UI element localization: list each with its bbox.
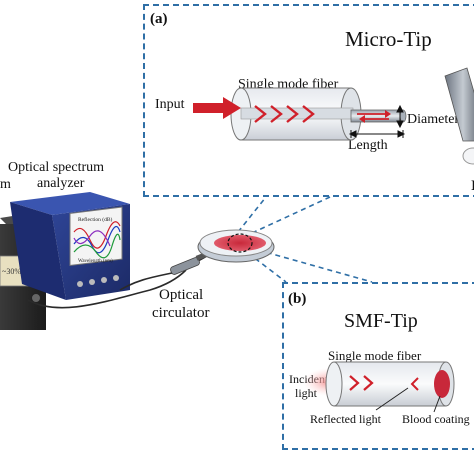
smf-tip-illustration — [303, 361, 455, 413]
osa-device — [10, 192, 130, 300]
blood-coating — [434, 370, 450, 398]
panel-a: (a) Micro-Tip Input Single mode fiber Di… — [143, 4, 474, 197]
spectrum-traces — [73, 221, 121, 259]
length-label: Length — [348, 138, 388, 153]
cut-letter: I — [471, 178, 474, 194]
petri-dish — [197, 229, 275, 263]
reflected-pointer — [375, 387, 409, 411]
reflected-label: Reflected light — [310, 412, 381, 426]
light-chevrons-b — [349, 375, 374, 391]
circulator-label-1: Optical — [159, 287, 204, 303]
panel-b-label: (b) — [288, 291, 307, 307]
fiber-label-b: Single mode fiber — [328, 348, 422, 363]
input-label: Input — [155, 97, 185, 112]
diameter-marker — [396, 104, 404, 129]
panel-b: (b) SMF-Tip Single mode fiber Incident l… — [282, 282, 474, 450]
osa-label-2: analyzer — [37, 176, 85, 191]
fiber-cylinder-b — [325, 361, 455, 407]
reflection-arrows-a — [357, 110, 391, 123]
light-chevrons-a — [254, 105, 315, 123]
angled-probe — [444, 67, 474, 165]
circulator-label-2: circulator — [152, 305, 210, 321]
zoom-lines — [237, 196, 373, 283]
panel-b-title: SMF-Tip — [344, 310, 418, 332]
panel-a-title: Micro-Tip — [345, 27, 432, 51]
screen-xlabel: Wavelength (nm) — [78, 259, 113, 264]
osa-label-1: Optical spectrum — [8, 160, 105, 175]
micro-tip-illustration — [193, 67, 474, 165]
left-partial-label: m — [0, 177, 11, 192]
coating-pointer — [433, 395, 441, 413]
screen-title: Reflection (dB) — [78, 216, 113, 223]
coating-label: Blood coating — [402, 412, 470, 426]
input-arrow — [193, 97, 241, 119]
optical-circulator — [170, 252, 207, 275]
diameter-label: Diameter — [407, 112, 460, 127]
reflected-chevron-b — [410, 377, 419, 391]
length-marker — [348, 130, 406, 138]
source-readout: ~30% — [2, 267, 21, 276]
panel-a-label: (a) — [150, 11, 168, 27]
